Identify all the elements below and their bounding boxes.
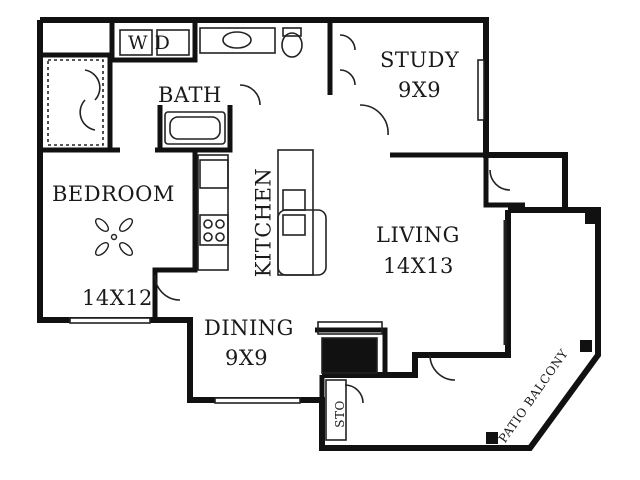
study-size: 9X9 [398,78,442,102]
door-swings [79,34,511,404]
post-bottom [486,432,498,444]
closet-door-a [84,69,101,101]
toilet-tank [282,27,302,37]
living-size: 14X13 [383,254,454,278]
dining-label: DINING [204,316,294,340]
post-right [580,340,592,352]
fireplace-wall [315,327,388,375]
balcony-posts [486,212,597,444]
bath-right-wall [195,105,233,153]
study-closet-door-2 [339,69,356,86]
living-label: LIVING [376,223,460,247]
kitchen-counter [197,154,229,271]
closet-wall [40,52,113,150]
sink [222,31,252,49]
bedroom-closet-shelf [47,59,104,146]
bedroom-label: BEDROOM [52,182,175,206]
dining-size: 9X9 [225,346,269,370]
fireplace [321,337,378,374]
bath-label: BATH [158,83,222,107]
study-window [477,59,485,121]
closet-door-b [79,99,96,131]
exterior-walls [37,17,601,451]
burner-2 [215,219,225,229]
ceiling-fan-icon [94,217,134,257]
burner-3 [203,232,213,242]
entry-closet-door [489,169,511,191]
wd-label: W D [128,32,171,54]
kitchen-island [277,149,314,276]
bath-left-wall [152,147,198,320]
sto-closet [325,379,347,441]
kitchen-label: KITCHEN [251,167,276,278]
study-closet-door [339,34,356,51]
study-door [359,104,389,136]
bedroom-window [69,317,151,324]
vanity [199,27,276,54]
bath-door [239,84,261,106]
wd-wall [109,20,198,63]
fireplace-hearth [317,321,383,335]
island-bar [277,209,327,276]
interior-walls [40,20,525,448]
wall-right-balcony [476,207,601,451]
dryer [156,29,190,56]
burner-1 [203,219,213,229]
range [199,214,229,246]
bedroom-door [154,274,181,301]
toilet [281,32,303,58]
entry-door [429,354,456,381]
island-sink [282,189,306,211]
dining-window [214,397,301,404]
storage-label: STO [332,400,347,428]
washer [119,29,153,56]
study-label: STUDY [380,48,460,72]
dishwasher [282,214,306,236]
entry-wall [483,155,525,208]
burner-4 [215,232,225,242]
bedroom-size: 14X12 [82,286,153,310]
sto-door [344,384,364,404]
post-top-right [585,212,597,224]
fridge [199,159,229,189]
bathtub-inner [169,116,221,140]
fixtures [47,27,507,441]
bathtub [164,111,226,145]
